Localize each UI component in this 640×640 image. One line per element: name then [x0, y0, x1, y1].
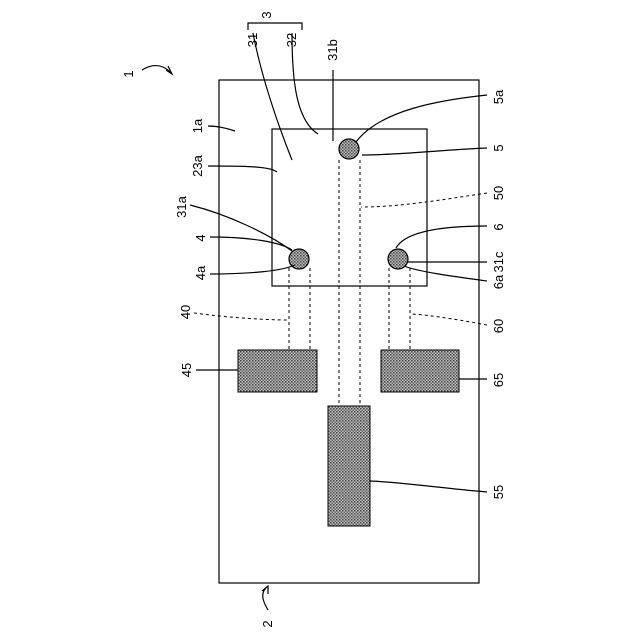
label-3: 3: [259, 11, 274, 18]
label-4a: 4a: [193, 265, 208, 280]
label-5a: 5a: [491, 89, 506, 104]
label-1: 1: [121, 70, 136, 77]
pad-55: [328, 406, 370, 526]
label-55: 55: [491, 485, 506, 499]
trace-50-dashes: [339, 160, 360, 406]
label-31c: 31c: [491, 251, 506, 272]
label-4: 4: [193, 234, 208, 241]
label-45: 45: [179, 363, 194, 377]
label-5: 5: [491, 144, 506, 151]
label-65: 65: [491, 373, 506, 387]
reference-labels: 1 2 3 31 32 31b 1a 23a 5a 5 50 31a 4 4a …: [121, 11, 506, 627]
label-60: 60: [491, 319, 506, 333]
label-23a: 23a: [190, 154, 205, 176]
label-1a: 1a: [190, 118, 205, 133]
label-50: 50: [491, 186, 506, 200]
trace-60-dashes: [389, 268, 410, 350]
label-32: 32: [284, 33, 299, 47]
label-31b: 31b: [325, 39, 340, 61]
label-6: 6: [491, 223, 506, 230]
leader-lines: [142, 23, 487, 610]
trace-40-dashes: [289, 268, 310, 350]
label-2: 2: [260, 620, 275, 627]
label-40: 40: [178, 305, 193, 319]
label-31: 31: [245, 33, 260, 47]
pad-65: [381, 350, 459, 392]
label-31a: 31a: [174, 195, 189, 217]
label-6a: 6a: [491, 274, 506, 289]
pad-45: [238, 350, 317, 392]
